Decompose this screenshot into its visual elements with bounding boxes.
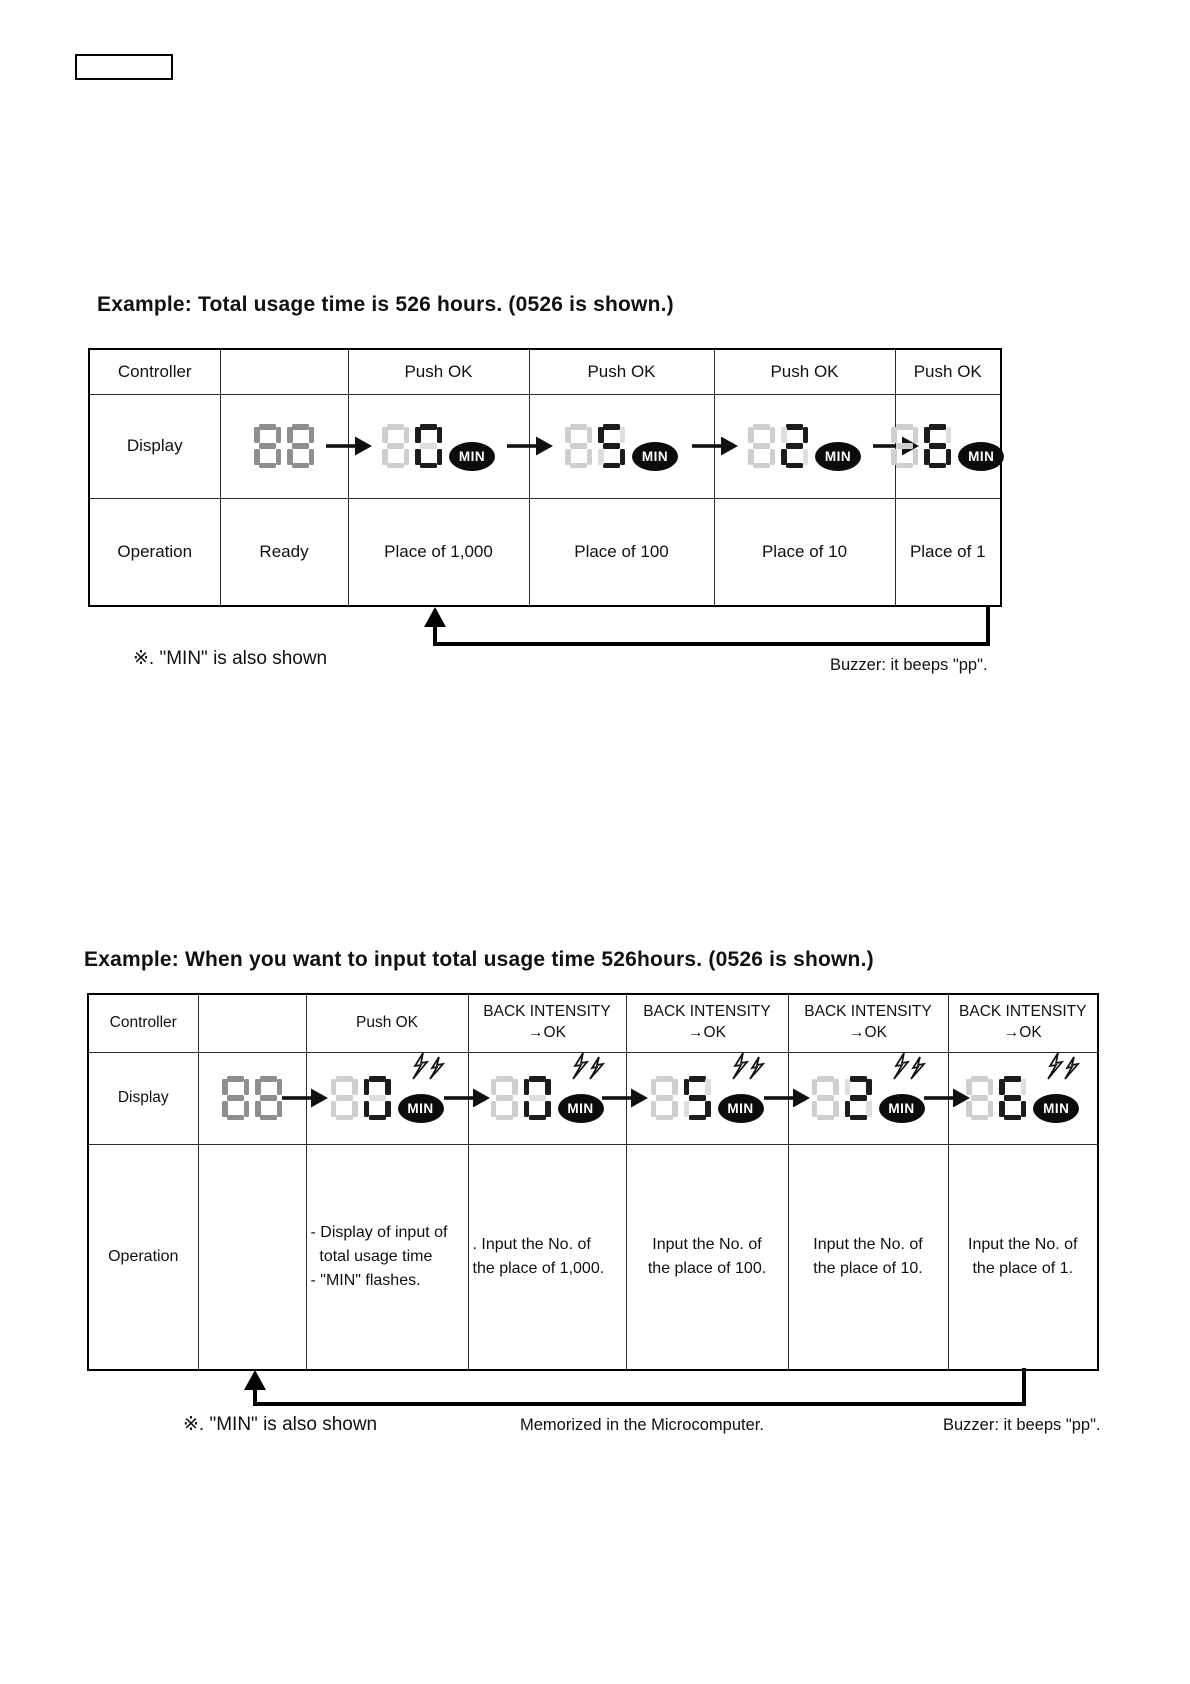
operation-cell: Place of 10 <box>713 497 896 607</box>
loop-line <box>433 624 437 646</box>
operation-cell: . Input the No. of the place of 1,000. <box>467 1143 627 1371</box>
min-badge: MIN <box>557 1094 604 1123</box>
arrow-right-icon <box>506 435 553 457</box>
operation-cell <box>197 1143 307 1371</box>
loop-line <box>433 642 989 646</box>
seven-segment-display: MIN <box>382 424 495 471</box>
arrow-right-icon <box>763 1087 810 1109</box>
display-cell: MIN <box>506 393 715 499</box>
display-cell: MIN <box>763 1051 949 1145</box>
loop-line <box>1022 1368 1026 1406</box>
seven-segment-display: MIN <box>565 424 678 471</box>
display-cell: MIN <box>872 393 1005 499</box>
seven-segment-display: MIN <box>330 1052 445 1123</box>
header-cell-back-intensity: BACK INTENSITY →OK <box>625 993 789 1053</box>
operation-cell: Input the No. of the place of 10. <box>787 1143 949 1371</box>
min-badge: MIN <box>815 442 861 471</box>
section2-title: Example: When you want to input total us… <box>84 948 874 971</box>
note-buzzer: Buzzer: it beeps "pp". <box>830 656 988 674</box>
row-label-display: Display <box>87 1051 199 1145</box>
note-memorized: Memorized in the Microcomputer. <box>520 1416 764 1434</box>
seven-segment-display: MIN <box>891 424 1005 471</box>
loop-arrow-up-icon <box>244 1370 266 1390</box>
loop-line <box>253 1388 257 1406</box>
min-badge: MIN <box>397 1094 444 1123</box>
arrow-right-icon <box>325 435 372 457</box>
flash-icon <box>730 1052 774 1086</box>
operation-cell: Place of 1 <box>894 497 1002 607</box>
arrow-right-icon <box>281 1087 328 1109</box>
min-badge: MIN <box>958 442 1005 471</box>
loop-line <box>986 606 990 646</box>
flash-icon <box>570 1052 614 1086</box>
row-label-display: Display <box>88 393 221 499</box>
flash-icon <box>891 1052 935 1086</box>
section1-title: Example: Total usage time is 526 hours. … <box>97 293 674 316</box>
row-label-controller: Controller <box>87 993 199 1053</box>
header-cell-back-intensity: BACK INTENSITY →OK <box>787 993 949 1053</box>
loop-arrow-up-icon <box>424 607 446 627</box>
arrow-right-icon <box>443 1087 490 1109</box>
row-label-controller: Controller <box>88 348 221 395</box>
header-cell <box>197 993 307 1053</box>
seven-segment-display: MIN <box>748 424 861 471</box>
operation-cell: Input the No. of the place of 100. <box>625 1143 789 1371</box>
display-cell: MIN <box>443 1051 627 1145</box>
header-cell <box>219 348 349 395</box>
arrow-right-icon <box>601 1087 648 1109</box>
seven-segment-display: MIN <box>650 1052 765 1123</box>
table-total-usage-readout: Controller Push OK Push OK Push OK Push … <box>88 348 1005 607</box>
display-cell: MIN <box>923 1051 1099 1145</box>
operation-cell: - Display of input of total usage time -… <box>305 1143 469 1371</box>
min-badge: MIN <box>632 442 678 471</box>
seven-segment-display: MIN <box>490 1052 605 1123</box>
operation-cell: Place of 1,000 <box>347 497 530 607</box>
display-cell: MIN <box>691 393 896 499</box>
header-cell-push-ok: Push OK <box>894 348 1002 395</box>
row-label-operation: Operation <box>88 497 221 607</box>
note-min-also-shown: ※. "MIN" is also shown <box>133 648 328 669</box>
min-badge: MIN <box>717 1094 764 1123</box>
operation-cell: Ready <box>219 497 349 607</box>
header-cell-push-ok: Push OK <box>713 348 896 395</box>
flash-icon <box>1045 1052 1089 1086</box>
page-number-box <box>75 54 173 80</box>
header-cell-back-intensity: BACK INTENSITY →OK <box>467 993 627 1053</box>
display-cell: MIN <box>325 393 530 499</box>
header-cell-push-ok: Push OK <box>305 993 469 1053</box>
seven-segment-display: MIN <box>811 1052 926 1123</box>
loop-line <box>253 1402 1025 1406</box>
min-badge: MIN <box>449 442 495 471</box>
header-cell-back-intensity: BACK INTENSITY →OK <box>947 993 1099 1053</box>
operation-cell: Place of 100 <box>528 497 715 607</box>
seven-segment-display <box>222 1076 282 1120</box>
arrow-right-icon <box>923 1087 970 1109</box>
note-buzzer: Buzzer: it beeps "pp". <box>943 1416 1101 1434</box>
row-label-operation: Operation <box>87 1143 199 1371</box>
operation-cell: Input the No. of the place of 1. <box>947 1143 1099 1371</box>
arrow-right-icon <box>691 435 738 457</box>
note-min-also-shown: ※. "MIN" is also shown <box>183 1414 378 1435</box>
display-cell: MIN <box>601 1051 789 1145</box>
min-badge: MIN <box>878 1094 925 1123</box>
seven-segment-display <box>254 424 314 468</box>
seven-segment-display: MIN <box>966 1052 1081 1123</box>
table-input-usage-time: Controller Push OK BACK INTENSITY →OK BA… <box>87 993 1099 1371</box>
header-cell-push-ok: Push OK <box>347 348 530 395</box>
min-badge: MIN <box>1033 1094 1080 1123</box>
header-cell-push-ok: Push OK <box>528 348 715 395</box>
display-cell: MIN <box>281 1051 469 1145</box>
flash-icon <box>410 1052 454 1086</box>
